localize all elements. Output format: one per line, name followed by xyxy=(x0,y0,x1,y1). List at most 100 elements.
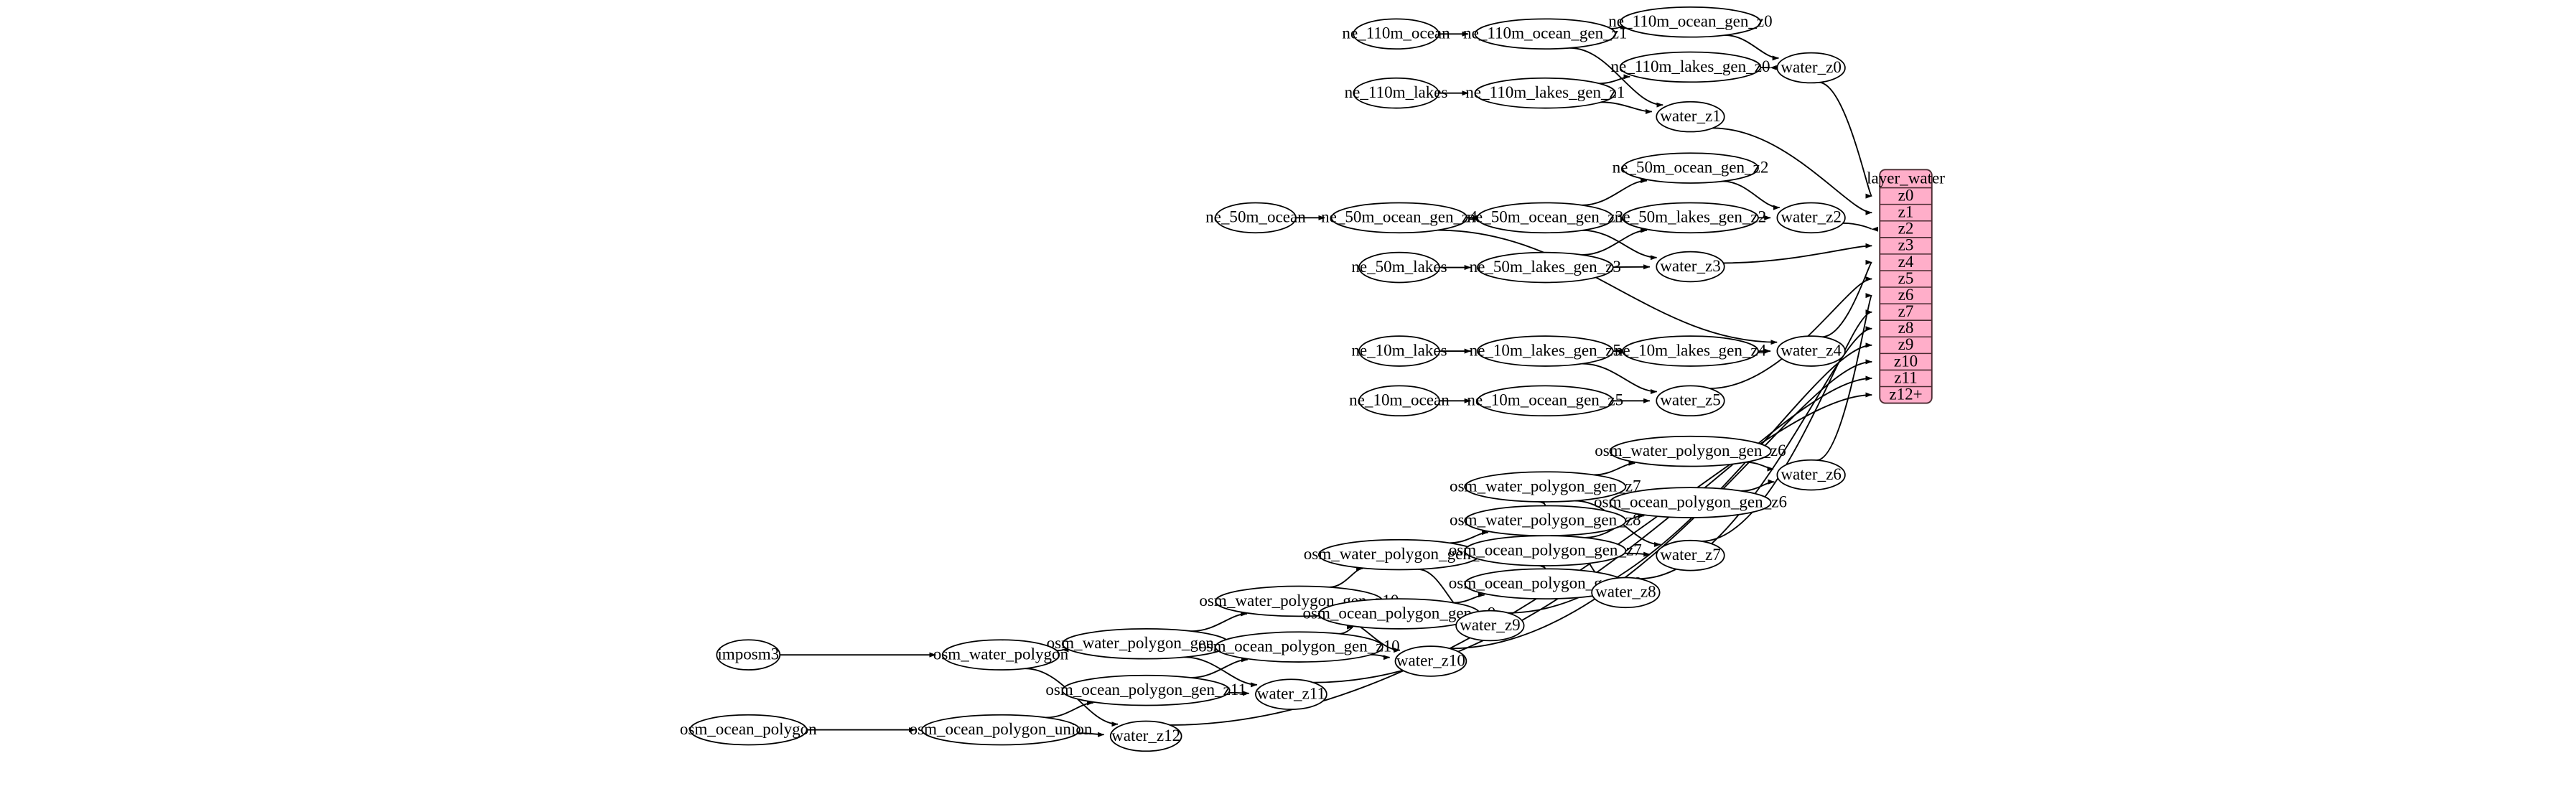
graph-node-imposm3[interactable]: imposm3 xyxy=(716,639,781,671)
graph-node-water_z4[interactable]: water_z4 xyxy=(1776,335,1846,367)
graph-node-osm_water_polygon_gen_z8[interactable]: osm_water_polygon_gen_z8 xyxy=(1450,505,1641,537)
node-ellipse xyxy=(1353,77,1439,109)
node-ellipse xyxy=(1394,645,1467,677)
node-ellipse xyxy=(1776,459,1846,491)
table-row-z12plus[interactable]: z12+ xyxy=(1889,384,1922,403)
graph-node-water_z0[interactable]: water_z0 xyxy=(1776,52,1846,84)
graph-node-ne_50m_lakes_gen_z3[interactable]: ne_50m_lakes_gen_z3 xyxy=(1470,251,1621,284)
node-label: ne_50m_lakes_gen_z3 xyxy=(1470,257,1621,276)
node-ellipse xyxy=(1061,674,1231,706)
graph-node-ne_50m_ocean_gen_z4[interactable]: ne_50m_ocean_gen_z4 xyxy=(1321,202,1478,234)
graph-node-water_z7[interactable]: water_z7 xyxy=(1656,539,1725,571)
graph-node-ne_50m_ocean_gen_z3[interactable]: ne_50m_ocean_gen_z3 xyxy=(1467,202,1623,234)
graph-node-osm_ocean_polygon_gen_z6[interactable]: osm_ocean_polygon_gen_z6 xyxy=(1594,487,1787,518)
graph-node-ne_50m_lakes[interactable]: ne_50m_lakes xyxy=(1351,251,1447,284)
table-row-z5[interactable]: z5 xyxy=(1898,269,1914,287)
node-label: ne_10m_lakes_gen_z5 xyxy=(1470,340,1621,359)
edge-osm_water_polygon_gen_z9-to-osm_water_polygon_gen_z8 xyxy=(1450,530,1489,544)
node-ellipse xyxy=(716,639,781,671)
graph-node-ne_10m_ocean[interactable]: ne_10m_ocean xyxy=(1349,385,1450,417)
table-row-z11[interactable]: z11 xyxy=(1894,368,1917,386)
table-row-z1[interactable]: z1 xyxy=(1898,202,1914,221)
graph-node-osm_water_polygon[interactable]: osm_water_polygon xyxy=(933,639,1069,671)
graph-node-water_z11[interactable]: water_z11 xyxy=(1255,678,1327,710)
node-label: ne_110m_lakes_gen_z1 xyxy=(1465,83,1625,101)
node-label: ne_50m_lakes_gen_z2 xyxy=(1615,207,1766,226)
graph-node-water_z8[interactable]: water_z8 xyxy=(1591,576,1661,609)
node-label: osm_water_polygon_gen_z8 xyxy=(1450,510,1641,529)
node-ellipse xyxy=(1476,335,1614,367)
node-label: ne_50m_lakes xyxy=(1351,257,1447,276)
table-row-z8[interactable]: z8 xyxy=(1898,318,1914,337)
table-row-z9[interactable]: z9 xyxy=(1898,335,1914,353)
node-label: water_z4 xyxy=(1781,340,1842,359)
graph-node-water_z5[interactable]: water_z5 xyxy=(1656,385,1725,417)
edge-osm_ocean_polygon_union-to-water_z12 xyxy=(1078,732,1105,737)
table-row-z7[interactable]: z7 xyxy=(1898,302,1914,320)
node-ellipse xyxy=(1776,52,1846,84)
edge-water_z3-to-layer_water-z3 xyxy=(1723,243,1872,264)
node-label: osm_ocean_polygon_gen_z11 xyxy=(1045,680,1246,699)
table-row-z3[interactable]: z3 xyxy=(1898,235,1914,254)
graph-node-ne_50m_ocean_gen_z2[interactable]: ne_50m_ocean_gen_z2 xyxy=(1613,152,1769,184)
table-row-z6[interactable]: z6 xyxy=(1898,285,1914,304)
edge-water_z7-to-layer_water-z7 xyxy=(1701,309,1872,542)
node-label: osm_ocean_polygon_gen_z10 xyxy=(1198,637,1400,655)
node-label: water_z0 xyxy=(1781,57,1842,76)
edge-ne_110m_ocean_gen_z1-to-water_z1 xyxy=(1569,47,1663,108)
node-ellipse xyxy=(1609,487,1772,518)
graph-node-ne_10m_ocean_gen_z5[interactable]: ne_10m_ocean_gen_z5 xyxy=(1467,385,1623,417)
node-label: osm_water_polygon_gen_z6 xyxy=(1595,441,1786,459)
table-row-z10[interactable]: z10 xyxy=(1894,351,1918,370)
graph-node-osm_water_polygon_gen_z7[interactable]: osm_water_polygon_gen_z7 xyxy=(1450,471,1641,503)
graph-node-ne_50m_lakes_gen_z2[interactable]: ne_50m_lakes_gen_z2 xyxy=(1615,202,1766,234)
node-label: osm_water_polygon_gen_z7 xyxy=(1450,476,1641,495)
node-ellipse xyxy=(1609,435,1772,467)
graph-node-water_z10[interactable]: water_z10 xyxy=(1394,645,1467,677)
node-ellipse xyxy=(1358,251,1440,284)
node-ellipse xyxy=(1619,6,1762,38)
graph-node-ne_50m_ocean[interactable]: ne_50m_ocean xyxy=(1205,202,1306,234)
table-row-z4[interactable]: z4 xyxy=(1898,252,1914,271)
graph-node-water_z3[interactable]: water_z3 xyxy=(1656,251,1725,283)
graph-node-osm_water_polygon_gen_z11[interactable]: osm_water_polygon_gen_z11 xyxy=(1047,628,1246,660)
node-ellipse xyxy=(1464,535,1627,566)
graph-node-ne_10m_lakes[interactable]: ne_10m_lakes xyxy=(1351,335,1447,367)
graph-node-ne_10m_lakes_gen_z4[interactable]: ne_10m_lakes_gen_z4 xyxy=(1615,335,1767,367)
graph-node-ne_10m_lakes_gen_z5[interactable]: ne_10m_lakes_gen_z5 xyxy=(1470,335,1621,367)
graph-node-osm_ocean_polygon_gen_z7[interactable]: osm_ocean_polygon_gen_z7 xyxy=(1449,535,1642,566)
edge-water_z6-to-layer_water-z6 xyxy=(1816,293,1873,461)
graph-node-osm_ocean_polygon_gen_z10[interactable]: osm_ocean_polygon_gen_z10 xyxy=(1198,631,1400,663)
graph-node-water_z12[interactable]: water_z12 xyxy=(1109,720,1182,752)
node-ellipse xyxy=(1476,202,1614,234)
node-label: ne_110m_ocean xyxy=(1342,24,1450,42)
layer-water-table[interactable]: layer_waterz0z1z2z3z4z5z6z7z8z9z10z11z12… xyxy=(1867,168,1945,404)
node-label: water_z5 xyxy=(1660,391,1721,409)
graph-node-ne_110m_ocean[interactable]: ne_110m_ocean xyxy=(1342,18,1450,50)
graph-node-water_z2[interactable]: water_z2 xyxy=(1776,202,1846,234)
node-ellipse xyxy=(1476,385,1614,417)
graph-node-osm_water_polygon_gen_z9[interactable]: osm_water_polygon_gen_z9 xyxy=(1304,538,1495,571)
graph-node-osm_ocean_polygon_union[interactable]: osm_ocean_polygon_union xyxy=(909,714,1093,746)
node-ellipse xyxy=(1656,101,1725,133)
table-row-z2[interactable]: z2 xyxy=(1898,219,1914,238)
graph-node-osm_ocean_polygon_gen_z11[interactable]: osm_ocean_polygon_gen_z11 xyxy=(1045,674,1246,706)
node-label: water_z12 xyxy=(1111,726,1180,744)
graph-node-ne_110m_lakes[interactable]: ne_110m_lakes xyxy=(1345,77,1448,109)
graph-node-water_z1[interactable]: water_z1 xyxy=(1656,101,1725,133)
edge-water_z2-to-layer_water-z2 xyxy=(1842,222,1879,232)
graph-node-ne_110m_ocean_gen_z0[interactable]: ne_110m_ocean_gen_z0 xyxy=(1608,6,1773,38)
graph-node-ne_110m_lakes_gen_z0[interactable]: ne_110m_lakes_gen_z0 xyxy=(1610,51,1770,83)
node-label: ne_50m_ocean xyxy=(1205,207,1306,226)
graph-node-ne_110m_lakes_gen_z1[interactable]: ne_110m_lakes_gen_z1 xyxy=(1465,77,1625,109)
node-label: water_z8 xyxy=(1595,582,1656,601)
node-ellipse xyxy=(1656,539,1725,571)
graph-node-osm_water_polygon_gen_z6[interactable]: osm_water_polygon_gen_z6 xyxy=(1595,435,1786,467)
graph-node-ne_110m_ocean_gen_z1[interactable]: ne_110m_ocean_gen_z1 xyxy=(1463,18,1627,50)
node-ellipse xyxy=(1474,18,1616,50)
table-row-z0[interactable]: z0 xyxy=(1898,185,1914,204)
graph-node-water_z6[interactable]: water_z6 xyxy=(1776,459,1846,491)
graph-node-water_z9[interactable]: water_z9 xyxy=(1455,610,1525,642)
graph-node-osm_ocean_polygon[interactable]: osm_ocean_polygon xyxy=(680,714,817,746)
